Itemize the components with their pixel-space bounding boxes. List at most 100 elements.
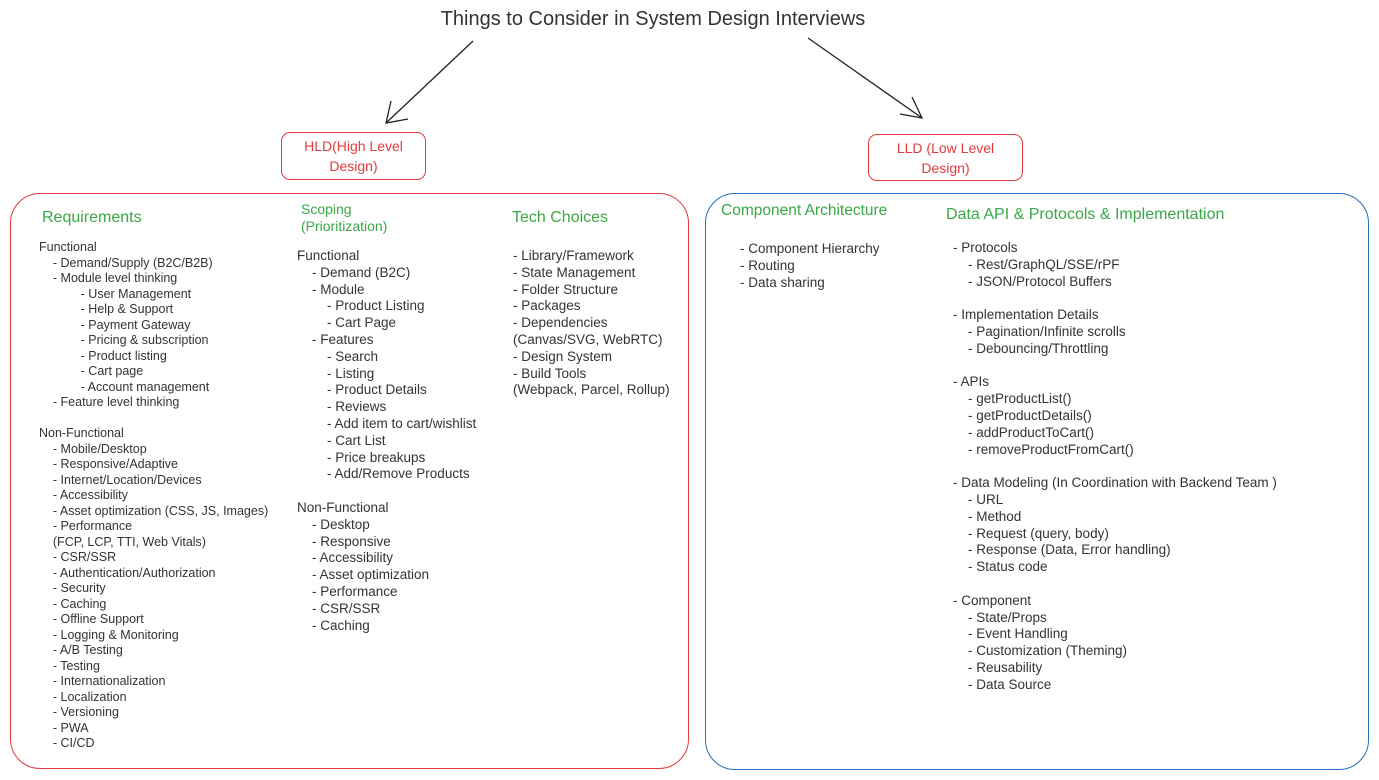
requirements-item: - Accessibility bbox=[39, 488, 128, 502]
tech-choice-item: - Folder Structure bbox=[513, 281, 619, 297]
arrow-to-lld bbox=[807, 37, 924, 119]
scoping-item bbox=[297, 483, 476, 500]
scoping-item: - Add/Remove Products bbox=[297, 466, 470, 482]
requirements-item: - Internationalization bbox=[39, 674, 166, 688]
data-api-item: - JSON/Protocol Buffers bbox=[953, 273, 1112, 289]
requirements-item: Non-Functional bbox=[39, 426, 124, 440]
lld-label: LLD (Low Level Design) bbox=[896, 139, 995, 176]
data-api-item: - APIs bbox=[953, 374, 990, 390]
tech-choice-item: - Library/Framework bbox=[513, 248, 634, 263]
scoping-item: - Demand (B2C) bbox=[297, 264, 411, 280]
tech-choice-item: - Build Tools bbox=[513, 365, 587, 381]
hld-label: HLD(High Level Design) bbox=[304, 138, 403, 174]
data-api-item: - Customization (Theming) bbox=[953, 643, 1128, 659]
requirements-item: (FCP, LCP, TTI, Web Vitals) bbox=[39, 534, 206, 549]
requirements-item: - Asset optimization (CSS, JS, Images) bbox=[39, 503, 269, 518]
data-api-list: - Protocols - Rest/GraphQL/SSE/rPF - JSO… bbox=[953, 240, 1277, 694]
data-api-item: - Rest/GraphQL/SSE/rPF bbox=[953, 256, 1120, 272]
scoping-item: - Add item to cart/wishlist bbox=[297, 415, 477, 431]
scoping-item: - Module bbox=[297, 281, 365, 297]
requirements-item: - Internet/Location/Devices bbox=[39, 472, 202, 487]
requirements-item: - Authentication/Authorization bbox=[39, 565, 216, 580]
scoping-item: - Accessibility bbox=[297, 550, 394, 566]
scoping-item: - Reviews bbox=[297, 399, 387, 415]
scoping-heading-line2: (Prioritization) bbox=[301, 218, 388, 234]
scoping-item: - Cart Page bbox=[297, 315, 397, 331]
data-api-item: - Protocols bbox=[953, 240, 1018, 255]
scoping-item: - Cart List bbox=[297, 432, 386, 448]
data-api-item: - addProductToCart() bbox=[953, 424, 1095, 440]
requirements-item: - Security bbox=[39, 581, 106, 595]
scoping-item: - Caching bbox=[297, 617, 370, 633]
data-api-item: - getProductList() bbox=[953, 391, 1072, 407]
lld-container bbox=[705, 193, 1369, 770]
requirements-item: - PWA bbox=[39, 720, 89, 735]
data-api-item bbox=[953, 458, 1277, 475]
data-api-item: - Pagination/Infinite scrolls bbox=[953, 323, 1126, 339]
data-api-item: - URL bbox=[953, 491, 1004, 507]
data-api-item: - Data Source bbox=[953, 676, 1052, 692]
requirements-item: - User Management bbox=[39, 286, 192, 301]
data-api-heading: Data API & Protocols & Implementation bbox=[946, 206, 1225, 223]
scoping-item: Non-Functional bbox=[297, 499, 389, 515]
tech-choice-item: - Design System bbox=[513, 348, 613, 364]
scoping-item: - CSR/SSR bbox=[297, 600, 381, 616]
requirements-item: - Caching bbox=[39, 596, 107, 611]
requirements-item: - Payment Gateway bbox=[39, 317, 191, 332]
hld-node: HLD(High Level Design) bbox=[281, 132, 426, 180]
tech-choice-item: - Packages bbox=[513, 298, 581, 314]
tech-choices-heading: Tech Choices bbox=[512, 209, 609, 226]
requirements-list: Functional - Demand/Supply (B2C/B2B) - M… bbox=[39, 240, 268, 752]
requirements-item: - A/B Testing bbox=[39, 643, 123, 657]
requirements-item: Functional bbox=[39, 240, 97, 254]
scoping-item: - Price breakups bbox=[297, 449, 426, 465]
requirements-item: - Product listing bbox=[39, 348, 167, 363]
component-architecture-heading: Component Architecture bbox=[721, 202, 888, 219]
tech-choice-item: (Canvas/SVG, WebRTC) bbox=[513, 331, 663, 347]
requirements-item: - CSR/SSR bbox=[39, 550, 117, 564]
data-api-item: - Status code bbox=[953, 559, 1048, 575]
data-api-item: - Method bbox=[953, 508, 1022, 524]
scoping-item: - Desktop bbox=[297, 516, 370, 532]
requirements-item: - Module level thinking bbox=[39, 271, 178, 285]
component-architecture-item: - Routing bbox=[740, 257, 795, 273]
requirements-item: - Help & Support bbox=[39, 302, 174, 316]
data-api-item bbox=[953, 358, 1277, 375]
scoping-heading-line1: Scoping bbox=[301, 201, 352, 217]
requirements-item: - Responsive/Adaptive bbox=[39, 457, 178, 471]
requirements-item: - Testing bbox=[39, 658, 100, 673]
data-api-item: - removeProductFromCart() bbox=[953, 441, 1134, 457]
scoping-item: Functional bbox=[297, 248, 360, 263]
diagram-title: Things to Consider in System Design Inte… bbox=[440, 8, 866, 30]
data-api-item: - Implementation Details bbox=[953, 307, 1099, 323]
requirements-item: - CI/CD bbox=[39, 736, 95, 750]
component-architecture-item: - Component Hierarchy bbox=[740, 241, 880, 256]
requirements-item: - Feature level thinking bbox=[39, 395, 180, 409]
data-api-item: - Request (query, body) bbox=[953, 525, 1109, 541]
requirements-item: - Cart page bbox=[39, 364, 144, 378]
scoping-heading: Scoping (Prioritization) bbox=[301, 201, 387, 235]
scoping-item: - Asset optimization bbox=[297, 567, 430, 583]
requirements-item: - Localization bbox=[39, 689, 127, 704]
tech-choice-item: - Dependencies bbox=[513, 315, 608, 331]
requirements-item: - Logging & Monitoring bbox=[39, 627, 179, 642]
data-api-item: - State/Props bbox=[953, 609, 1047, 625]
arrow-to-hld bbox=[385, 40, 474, 124]
requirements-item: - Offline Support bbox=[39, 612, 144, 626]
data-api-item: - Debouncing/Throttling bbox=[953, 340, 1109, 356]
requirements-item: - Versioning bbox=[39, 705, 119, 719]
lld-node: LLD (Low Level Design) bbox=[868, 134, 1023, 181]
scoping-item: - Search bbox=[297, 348, 379, 364]
data-api-item bbox=[953, 576, 1277, 593]
data-api-item: - Reusability bbox=[953, 659, 1043, 675]
tech-choices-list: - Library/Framework- State Management- F… bbox=[513, 248, 670, 399]
requirements-heading: Requirements bbox=[42, 209, 142, 226]
requirements-item: - Mobile/Desktop bbox=[39, 441, 147, 456]
data-api-item: - Data Modeling (In Coordination with Ba… bbox=[953, 475, 1277, 491]
data-api-item bbox=[953, 290, 1277, 307]
requirements-item bbox=[39, 411, 268, 427]
data-api-item: - Response (Data, Error handling) bbox=[953, 542, 1171, 558]
data-api-item: - getProductDetails() bbox=[953, 407, 1092, 423]
data-api-item: - Event Handling bbox=[953, 626, 1068, 642]
component-architecture-item: - Data sharing bbox=[740, 274, 825, 290]
